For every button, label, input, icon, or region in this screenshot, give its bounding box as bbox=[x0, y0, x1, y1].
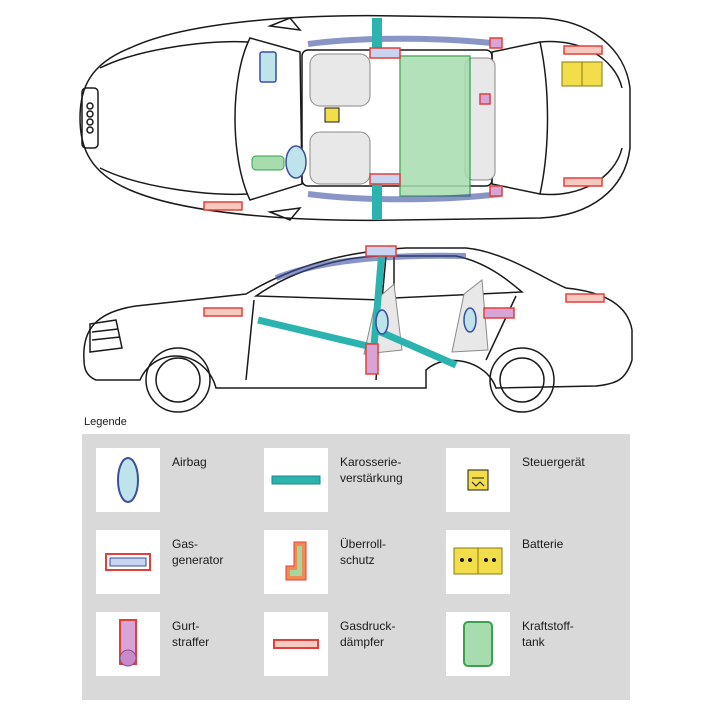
top-b-pillar-left bbox=[372, 18, 382, 58]
legend-label-gurtstraffer: Gurt- straffer bbox=[172, 619, 210, 649]
rear-wheel bbox=[489, 347, 555, 413]
legend-label-gasgenerator: Gas- generator bbox=[172, 537, 224, 567]
front-left-seat bbox=[309, 53, 371, 107]
control-unit-icon bbox=[467, 469, 489, 491]
gas-damper-icon bbox=[273, 639, 319, 649]
belt-pretensioner-icon bbox=[119, 619, 137, 667]
body-reinforcement-icon bbox=[271, 475, 321, 485]
fuel-tank-icon bbox=[463, 621, 493, 667]
airbag-icon bbox=[117, 457, 139, 503]
front-wheel bbox=[145, 347, 211, 413]
rollover-protection-icon bbox=[285, 541, 307, 581]
top-battery bbox=[561, 61, 603, 87]
top-airbag-driver bbox=[285, 145, 307, 179]
top-curtain-airbag-left bbox=[307, 35, 501, 47]
legend-panel: Airbag Karosserie- verstärkung Steuerger… bbox=[82, 434, 630, 700]
top-fuel-tank bbox=[399, 55, 471, 197]
legend-label-karosserie: Karosserie- verstärkung bbox=[340, 455, 403, 485]
top-curtain-airbag-right bbox=[307, 191, 501, 203]
top-grille bbox=[81, 87, 99, 149]
front-right-seat bbox=[309, 131, 371, 185]
car-top-view bbox=[79, 14, 631, 222]
gas-generator-icon bbox=[105, 553, 151, 571]
legend-label-steuergeraet: Steuergerät bbox=[522, 455, 585, 469]
legend-label-batterie: Batterie bbox=[522, 537, 564, 551]
legend-title: Legende bbox=[84, 416, 127, 428]
legend-label-airbag: Airbag bbox=[172, 455, 207, 469]
legend-label-ueberrollschutz: Überroll- schutz bbox=[340, 537, 387, 567]
side-body-outline bbox=[83, 247, 633, 389]
car-side-view bbox=[83, 245, 633, 413]
top-b-pillar-right bbox=[372, 180, 382, 220]
battery-icon bbox=[453, 547, 503, 575]
top-airbag-passenger bbox=[259, 51, 277, 83]
top-control-unit bbox=[324, 107, 340, 123]
legend-label-gasdruckdaempfer: Gasdruck- dämpfer bbox=[340, 619, 396, 649]
legend-label-kraftstofftank: Kraftstoff- tank bbox=[522, 619, 574, 649]
